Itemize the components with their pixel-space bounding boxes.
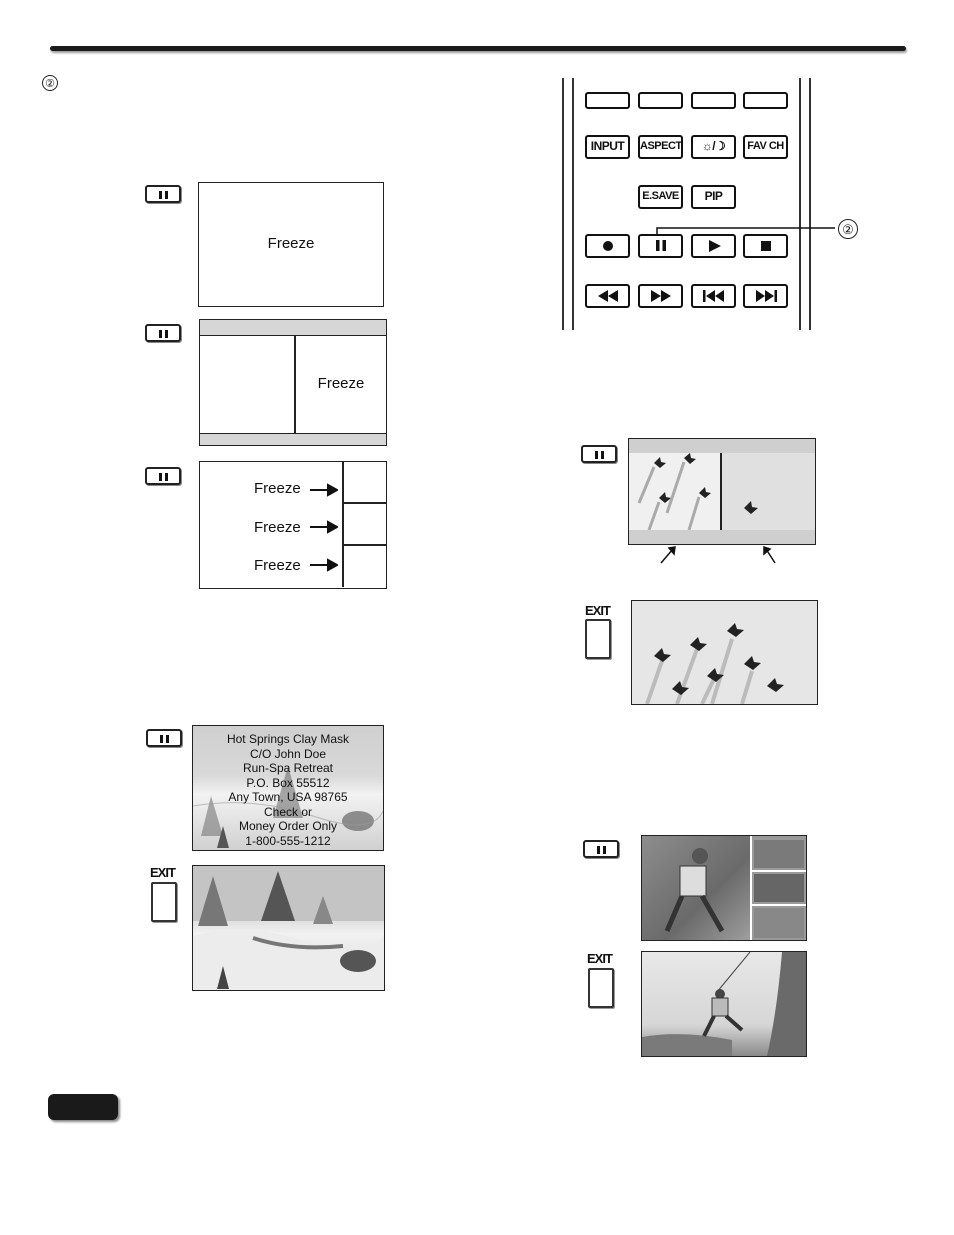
page-number-badge xyxy=(48,1094,118,1120)
pause-icon xyxy=(595,451,598,459)
snow-scene xyxy=(192,865,385,991)
exit-label: EXIT xyxy=(585,603,610,618)
header-rule xyxy=(50,46,906,51)
step-marker: ② xyxy=(42,75,58,91)
day-night-button[interactable]: ☼/☽ xyxy=(691,135,736,159)
pop-divider xyxy=(342,462,344,587)
screen-pointer-arrows xyxy=(655,545,785,567)
skip-forward-button[interactable] xyxy=(743,284,788,308)
airplane-icon xyxy=(632,601,817,704)
aspect-button[interactable]: ASPECT xyxy=(638,135,683,159)
exit-label: EXIT xyxy=(150,865,175,880)
pause-button[interactable] xyxy=(583,840,619,858)
freeze-label: Freeze xyxy=(254,557,301,574)
order-line: Run-Spa Retreat xyxy=(193,761,383,776)
rewind-icon xyxy=(588,286,628,305)
color-button-2[interactable] xyxy=(638,92,683,109)
airplane-full-screen xyxy=(631,600,818,705)
freeze-single-screen: Freeze xyxy=(198,182,384,307)
play-icon xyxy=(694,236,734,255)
order-line: 1-800-555-1212 xyxy=(193,834,383,849)
pause-icon xyxy=(159,330,162,338)
exit-label: EXIT xyxy=(587,951,612,966)
freeze-label: Freeze xyxy=(296,375,386,392)
pause-icon xyxy=(160,735,163,743)
freeze-label: Freeze xyxy=(254,480,301,497)
exit-button[interactable] xyxy=(585,619,611,659)
pause-icon xyxy=(641,236,681,255)
freeze-label: Freeze xyxy=(199,235,383,252)
climber-pop-screen xyxy=(641,835,807,941)
pip-button[interactable]: PIP xyxy=(691,185,736,209)
order-line: Money Order Only xyxy=(193,819,383,834)
airplane-split-screen xyxy=(628,438,816,545)
remote-edge xyxy=(572,78,574,330)
input-button[interactable]: INPUT xyxy=(585,135,630,159)
climber-illustration xyxy=(642,836,806,940)
fav-ch-button[interactable]: FAV CH xyxy=(743,135,788,159)
pause-button[interactable] xyxy=(146,729,182,747)
pause-icon xyxy=(159,191,162,199)
arrow-right-icon xyxy=(308,482,338,572)
split-bottom-bar xyxy=(200,433,386,445)
pause-button[interactable] xyxy=(145,467,181,485)
skip-back-button[interactable] xyxy=(691,284,736,308)
order-line: C/O John Doe xyxy=(193,747,383,762)
skip-back-icon xyxy=(694,286,734,305)
color-button-1[interactable] xyxy=(585,92,630,109)
climber-full-screen xyxy=(641,951,807,1057)
stop-icon xyxy=(746,236,786,255)
order-line: Check or xyxy=(193,805,383,820)
freeze-pop-screen: Freeze Freeze Freeze xyxy=(199,461,387,589)
split-top-bar xyxy=(200,320,386,336)
remote-edge xyxy=(562,78,564,330)
skip-forward-icon xyxy=(746,286,786,305)
order-line: Hot Springs Clay Mask xyxy=(193,732,383,747)
color-button-3[interactable] xyxy=(691,92,736,109)
climber-illustration xyxy=(642,952,806,1056)
freeze-split-screen: Freeze xyxy=(199,319,387,446)
order-line: P.O. Box 55512 xyxy=(193,776,383,791)
freeze-label: Freeze xyxy=(254,519,301,536)
fast-forward-button[interactable] xyxy=(638,284,683,308)
order-line: Any Town, USA 98765 xyxy=(193,790,383,805)
remote-edge xyxy=(809,78,811,330)
rewind-button[interactable] xyxy=(585,284,630,308)
fast-forward-icon xyxy=(641,286,681,305)
order-info-text: Hot Springs Clay Mask C/O John Doe Run-S… xyxy=(193,732,383,848)
color-button-4[interactable] xyxy=(743,92,788,109)
pause-button[interactable] xyxy=(581,445,617,463)
pause-icon xyxy=(597,846,600,854)
callout-marker: ② xyxy=(838,219,858,239)
pause-button[interactable] xyxy=(145,324,181,342)
callout-line xyxy=(655,218,835,238)
pause-button[interactable] xyxy=(145,185,181,203)
snow-scene-with-text: Hot Springs Clay Mask C/O John Doe Run-S… xyxy=(192,725,384,851)
esave-button[interactable]: E.SAVE xyxy=(638,185,683,209)
snow-scene-illustration xyxy=(193,866,384,990)
remote-edge xyxy=(799,78,801,330)
airplane-icon xyxy=(629,453,815,530)
pause-icon xyxy=(159,473,162,481)
exit-button[interactable] xyxy=(588,968,614,1008)
record-icon xyxy=(588,236,628,255)
exit-button[interactable] xyxy=(151,882,177,922)
record-button[interactable] xyxy=(585,234,630,258)
